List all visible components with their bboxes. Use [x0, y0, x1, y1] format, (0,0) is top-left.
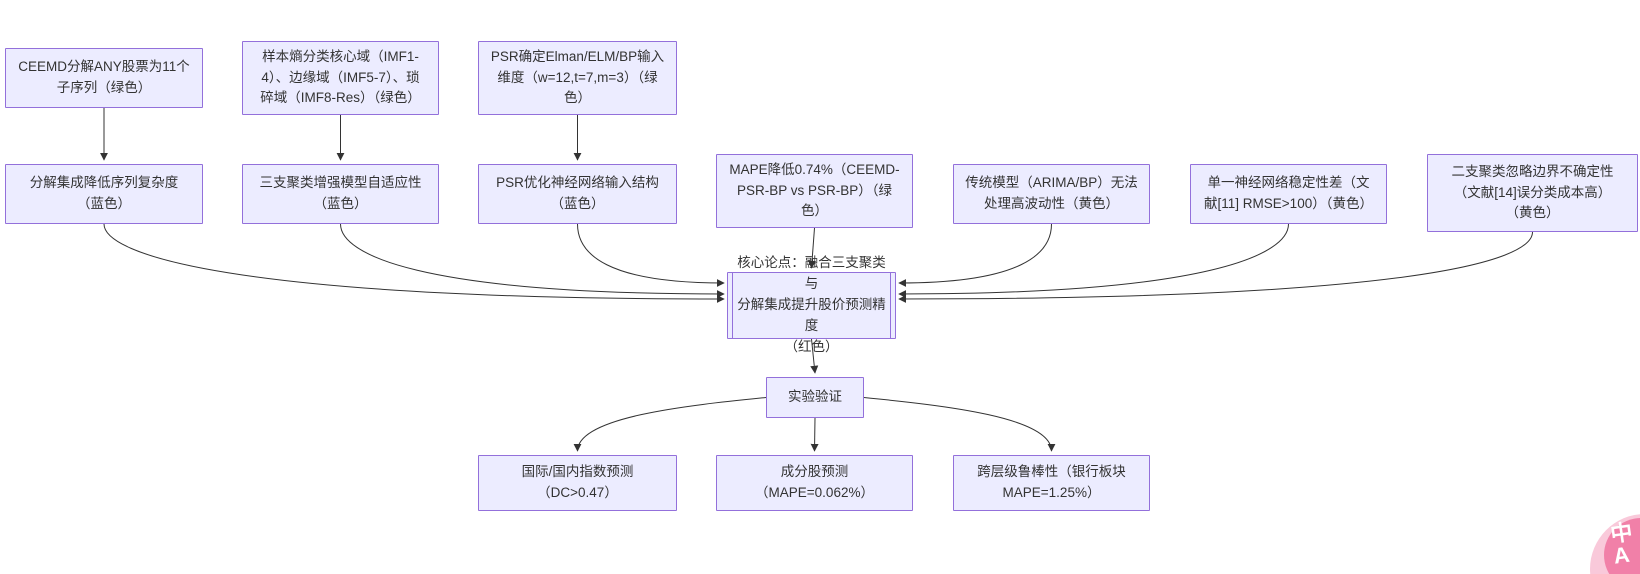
- flow-node-k: 核心论点：融合三支聚类与 分解集成提升股价预测精度 （红色）: [727, 255, 896, 354]
- edge-l-o: [863, 397, 1056, 452]
- edge-l-m: [573, 397, 767, 452]
- edge-j-k: [898, 231, 1533, 303]
- edge-i-k: [898, 223, 1289, 298]
- edge-l-n: [810, 417, 819, 452]
- flow-node-o: 跨层级鲁棒性（银行板块 MAPE=1.25%）: [953, 455, 1150, 511]
- flow-node-c: PSR确定Elman/ELM/BP输入 维度（w=12,t=7,m=3）（绿 色…: [478, 41, 677, 115]
- flow-node-i: 单一神经网络稳定性差（文 献[11] RMSE>100）（黄色）: [1190, 164, 1387, 224]
- edge-d-k: [103, 223, 725, 303]
- flow-node-m: 国际/国内指数预测 （DC>0.47）: [478, 455, 677, 511]
- translate-badge-button[interactable]: 中A: [1590, 514, 1640, 574]
- edge-g-k: [808, 227, 817, 269]
- edge-k-l: [810, 338, 819, 374]
- flow-node-a: CEEMD分解ANY股票为11个 子序列（绿色）: [5, 48, 203, 108]
- flow-node-g: MAPE降低0.74%（CEEMD- PSR-BP vs PSR-BP）（绿 色…: [716, 154, 913, 228]
- edge-f-k: [577, 223, 725, 287]
- translate-badge-label: 中A: [1608, 519, 1635, 569]
- edge-h-k: [898, 223, 1052, 287]
- flow-node-j: 二支聚类忽略边界不确定性 （文献[14]误分类成本高） （黄色）: [1427, 154, 1638, 232]
- flow-node-n: 成分股预测 （MAPE=0.062%）: [716, 455, 913, 511]
- flow-node-d: 分解集成降低序列复杂度 （蓝色）: [5, 164, 203, 224]
- flow-node-e: 三支聚类增强模型自适应性 （蓝色）: [242, 164, 439, 224]
- flow-node-b: 样本熵分类核心域（IMF1- 4）、边缘域（IMF5-7）、琐 碎域（IMF8-…: [242, 41, 439, 115]
- flow-node-f: PSR优化神经网络输入结构 （蓝色）: [478, 164, 677, 224]
- flow-node-h: 传统模型（ARIMA/BP）无法 处理高波动性（黄色）: [953, 164, 1150, 224]
- flow-node-l: 实验验证: [766, 377, 864, 418]
- edge-e-k: [340, 223, 725, 298]
